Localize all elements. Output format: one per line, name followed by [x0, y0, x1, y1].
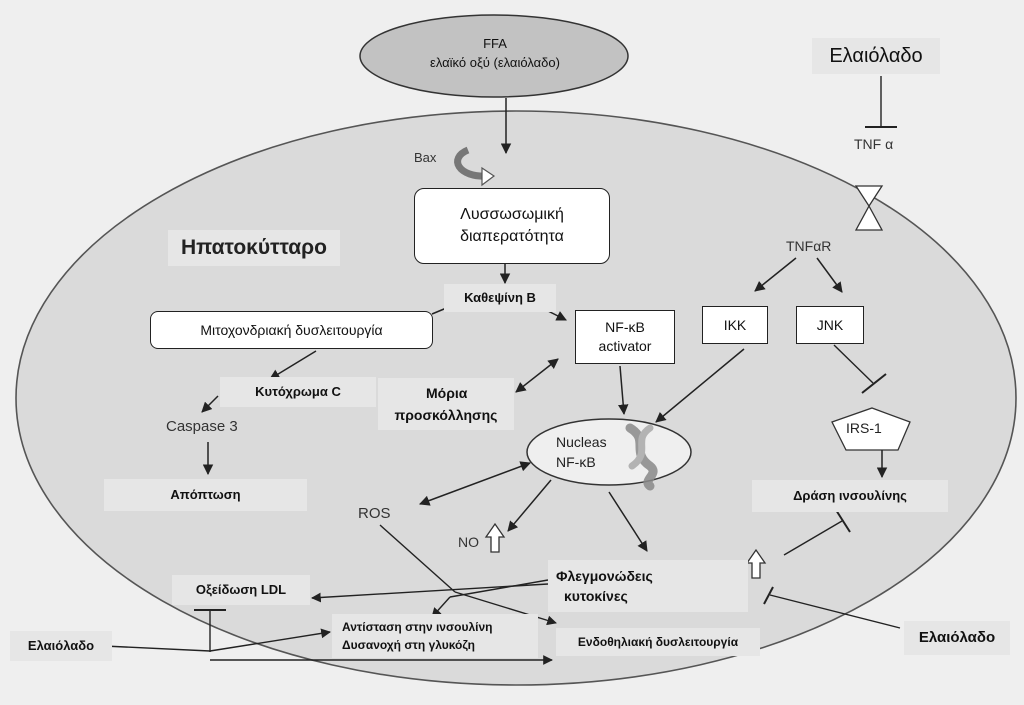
resistance-line1: Αντίσταση στην ινσουλίνη — [342, 620, 493, 634]
irs1-label: IRS-1 — [846, 420, 882, 436]
hepatocyte-label: Ηπατοκύτταρο — [168, 230, 340, 266]
jnk-label: JNK — [816, 317, 844, 333]
adhesion-line2: προσκόλλησης — [394, 407, 498, 423]
ikk-box: IKK — [702, 306, 768, 344]
nfkb-activator-box: NF-κB activator — [575, 310, 675, 364]
inflammatory-cytokines-label: Φλεγμονώδεις κυτοκίνες — [548, 560, 748, 612]
lysosomal-line1: Λυσσωσωμική — [460, 206, 564, 223]
caspase-3-label: Caspase 3 — [166, 418, 238, 435]
ikk-label: IKK — [723, 317, 747, 333]
tnf-receptor-label: TNFαR — [786, 238, 832, 254]
lysosomal-permeability-box: Λυσσωσωμική διαπερατότητα — [414, 188, 610, 264]
jnk-box: JNK — [796, 306, 864, 344]
nucleus-line1: Nucleas — [556, 434, 607, 450]
apoptosis-label: Απόπτωση — [104, 479, 307, 511]
endothelial-dysfunction-label: Ενδοθηλιακή δυσλειτουργία — [556, 628, 760, 656]
nfkb-activator-line2: activator — [598, 338, 652, 354]
tnf-alpha-label: TNF α — [854, 136, 894, 152]
lysosomal-line2: διαπερατότητα — [460, 228, 564, 245]
tnf-receptor-icon — [854, 185, 884, 231]
adhesion-molecules-label: Μόρια προσκόλλησης — [378, 378, 514, 430]
bax-label: Bax — [414, 150, 437, 165]
nucleus-shape — [526, 418, 692, 486]
nucleus-nfkb-label: Nucleas NF-κB — [556, 432, 607, 472]
nucleus-line2: NF-κB — [556, 454, 596, 470]
cytokines-line1: Φλεγμονώδεις — [556, 568, 653, 584]
mitochondrial-dysfunction-box: Μιτοχονδριακή δυσλειτουργία — [150, 311, 433, 349]
dna-icon — [625, 423, 658, 491]
ldl-oxidation-label: Οξείδωση LDL — [172, 575, 310, 605]
insulin-resistance-label: Αντίσταση στην ινσουλίνη Δυσανοχή στη γλ… — [332, 614, 538, 658]
cathepsin-b-label: Καθεψίνη Β — [444, 284, 556, 312]
mito-label: Μιτοχονδριακή δυσλειτουργία — [200, 322, 383, 338]
ros-label: ROS — [358, 505, 391, 522]
cytokines-line2: κυτοκίνες — [564, 588, 628, 604]
nfkb-activator-line1: NF-κB — [605, 319, 645, 335]
resistance-line2: Δυσανοχή στη γλυκόζη — [342, 638, 475, 652]
olive-oil-bottom-right-label: Ελαιόλαδο — [904, 621, 1010, 655]
ffa-node-shape — [359, 14, 629, 98]
ffa-node: FFA ελαϊκό οξύ (ελαιόλαδο) — [400, 34, 590, 72]
olive-oil-top-right-label: Ελαιόλαδο — [812, 38, 940, 74]
ffa-node-line2: ελαϊκό οξύ (ελαιόλαδο) — [430, 55, 560, 70]
olive-oil-left-label: Ελαιόλαδο — [10, 631, 112, 661]
cytochrome-c-label: Κυτόχρωμα C — [220, 377, 376, 407]
no-label: NO — [458, 534, 479, 550]
ffa-node-line1: FFA — [483, 36, 507, 51]
adhesion-line1: Μόρια — [426, 385, 468, 401]
insulin-action-label: Δράση ινσουλίνης — [752, 480, 948, 512]
irs1-shape — [831, 407, 911, 451]
